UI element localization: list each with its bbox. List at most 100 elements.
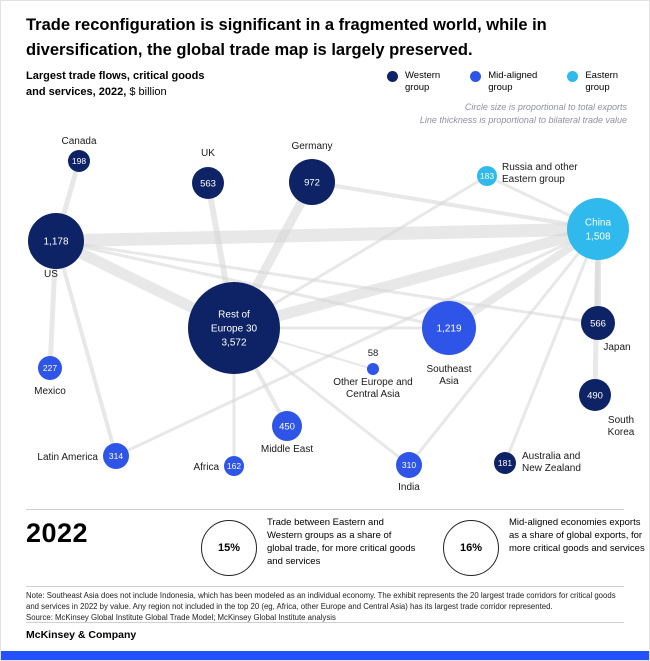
western-group-dot-icon [387, 71, 398, 82]
node-label-us: US [44, 269, 58, 280]
trade-flow-edge-china-india [407, 227, 600, 467]
title-line1: Trade reconfiguration is significant in … [26, 16, 547, 34]
node-label-southeastasia: Southeast [426, 364, 471, 375]
trade-flow-edge-germany-china [310, 180, 600, 231]
trade-flow-edge-us-japan [54, 239, 600, 325]
trade-flow-edge-us-china [49, 222, 605, 248]
node-value-othereurope: 58 [368, 348, 379, 359]
eastern-group-dot-icon [567, 71, 579, 82]
note-text: Note: Southeast Asia does not include In… [26, 591, 616, 611]
node-label-russia: Russia and other [502, 162, 578, 173]
region-node-russia [477, 166, 497, 186]
stat-value-1: 15% [217, 542, 241, 554]
node-value-australianz: 181 [498, 458, 512, 468]
trade-network-chart: 198 Canada 563 UK 972 Germany 183 Russia and ot… [28, 136, 635, 493]
node-value-russia: 183 [480, 171, 494, 181]
node-label-germany: Germany [291, 141, 332, 152]
trade-flow-edge-resteurope-russia [232, 174, 489, 330]
legend-label-western: Western group [405, 70, 441, 94]
trade-flow-edge-china-latinamerica [114, 227, 600, 458]
node-label-othereurope: Other Europe and [333, 377, 413, 388]
divider-top-of-notes [26, 586, 624, 587]
region-node-latinamerica [103, 443, 129, 469]
node-value-uk: 563 [200, 178, 216, 189]
region-node-japan [581, 306, 615, 340]
region-node-othereurope [367, 363, 379, 375]
stat-circle-mid-aligned-share: 16% [443, 520, 499, 576]
legend-label-eastern: Eastern group [585, 70, 619, 94]
node-label-africa: Africa [193, 462, 219, 473]
node-value-resteurope: Europe 30 [211, 324, 258, 335]
node-label-japan: Japan [603, 342, 630, 353]
node-value-us: 1,178 [43, 237, 68, 248]
node-label-middleeast: Middle East [261, 444, 313, 455]
line-thickness-note: Line thickness is proportional to bilate… [419, 115, 627, 126]
node-label-mexico: Mexico [34, 386, 66, 397]
region-node-germany [289, 159, 335, 205]
chart-methodology-notes: Circle size is proportional to total exp… [420, 101, 627, 127]
region-node-us [28, 213, 84, 269]
node-label-india: India [398, 482, 420, 493]
footnotes: Note: Southeast Asia does not include In… [26, 591, 628, 623]
region-node-resteurope [188, 282, 280, 374]
source-text: Source: McKinsey Global Institute Global… [26, 612, 336, 622]
node-label-australianz: New Zealand [522, 463, 581, 474]
node-value-mexico: 227 [43, 363, 57, 373]
node-label-latinamerica: Latin America [37, 452, 98, 463]
trade-flow-edge-china-australianz [503, 227, 600, 465]
region-node-australianz [494, 452, 516, 474]
node-label-canada: Canada [61, 136, 96, 147]
node-value-china: China [585, 218, 612, 229]
region-node-china [567, 198, 629, 260]
year-label: 2022 [26, 518, 89, 548]
node-value-latinamerica: 314 [109, 451, 123, 461]
legend: Western group Mid-aligned group Eastern … [387, 70, 618, 95]
node-value-southeastasia: 1,219 [436, 324, 461, 335]
mckinsey-brand-wordmark: McKinsey & Company [26, 629, 137, 641]
node-value-japan: 566 [590, 318, 606, 329]
stat-circle-eastern-western-share: 15% [201, 520, 257, 576]
stat-text-2: Mid-aligned economies exports as a share… [509, 517, 645, 555]
node-value-resteurope: 3,572 [221, 338, 246, 349]
legend-label-mid-aligned: Mid-aligned group [488, 70, 538, 94]
node-value-china: 1,508 [585, 232, 610, 243]
node-label-othereurope: Central Asia [346, 389, 400, 400]
divider-top-of-stats [26, 509, 624, 510]
title-line2: diversification, the global trade map is… [26, 40, 473, 59]
node-value-africa: 162 [227, 461, 241, 471]
subtitle-line1: Largest trade flows, critical goods [26, 70, 205, 82]
node-value-middleeast: 450 [279, 421, 295, 432]
trade-flow-edge-us-latinamerica [54, 239, 118, 458]
node-value-southkorea: 490 [587, 390, 603, 401]
region-node-southkorea [579, 379, 611, 411]
legend-item-mid-aligned: Mid-aligned group [470, 70, 537, 95]
region-node-middleeast [272, 411, 302, 441]
node-label-southeastasia: Asia [439, 376, 459, 387]
chart-subtitle: Largest trade flows, critical goods and … [26, 69, 205, 101]
stat-text-1: Trade between Eastern and Western groups… [267, 517, 416, 568]
region-node-canada [68, 150, 90, 172]
region-node-africa [224, 456, 244, 476]
brand-blue-bar [1, 651, 649, 660]
stat-value-2: 16% [459, 542, 483, 554]
node-label-southkorea: South [608, 415, 634, 426]
node-label-australianz: Australia and [522, 451, 580, 462]
subtitle-line2: and services, 2022, $ billion [26, 85, 167, 98]
legend-item-eastern: Eastern group [567, 70, 618, 95]
legend-item-western: Western group [387, 70, 440, 95]
node-label-southkorea: Korea [608, 427, 635, 438]
node-label-uk: UK [201, 148, 215, 159]
divider-top-of-brand [26, 622, 624, 623]
circle-size-note: Circle size is proportional to total exp… [464, 102, 627, 112]
mid-aligned-group-dot-icon [470, 71, 482, 82]
page-title: Trade reconfiguration is significant in … [26, 13, 636, 63]
region-node-southeastasia [422, 301, 476, 355]
node-value-germany: 972 [304, 177, 320, 188]
region-node-mexico [38, 356, 62, 380]
region-node-uk [192, 167, 224, 199]
node-label-russia: Eastern group [502, 174, 565, 185]
node-value-india: 310 [402, 460, 416, 470]
node-value-canada: 198 [72, 156, 86, 166]
region-node-india [396, 452, 422, 478]
